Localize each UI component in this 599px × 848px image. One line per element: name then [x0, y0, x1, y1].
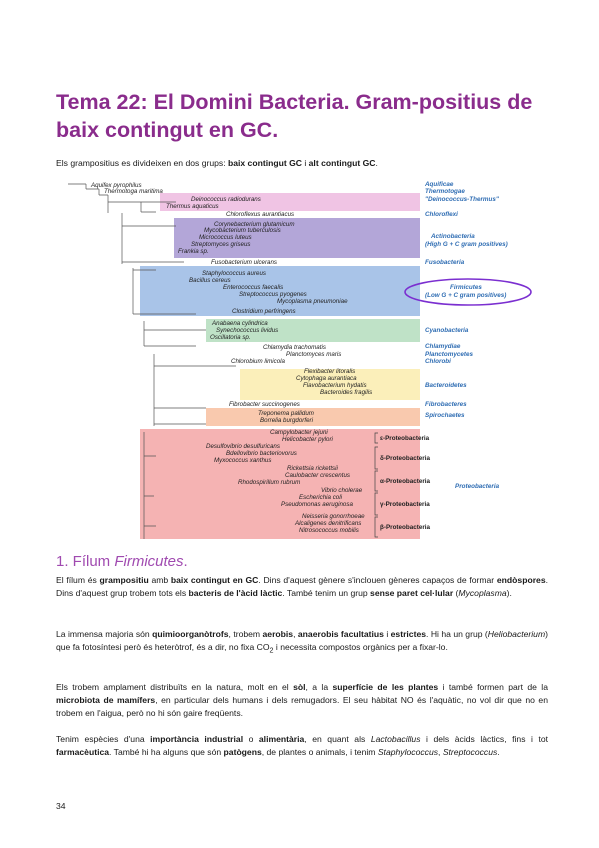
species-label: Clostridium perfringens: [232, 308, 296, 315]
paragraph-3: Els trobem amplament distribuïts en la n…: [56, 682, 548, 719]
species-label: Thermotoga maritima: [104, 188, 163, 195]
group-label: "Deinococcus-Thermus": [425, 196, 500, 203]
species-label: Alcaligenes denitrificans: [294, 520, 361, 527]
species-label: Mycobacterium tuberculosis: [204, 227, 281, 234]
species-label: Fusobacterium ulcerans: [211, 259, 277, 266]
species-label: Bacteroides fragilis: [320, 389, 372, 396]
species-label: Enterococcus faecalis: [223, 284, 283, 291]
species-label: Rhodospirillum rubrum: [238, 479, 300, 486]
species-label: Desulfovibrio desulfuricans: [206, 443, 280, 450]
firmicutes-highlight: [404, 278, 532, 306]
group-label: (High G + C gram positives): [425, 241, 508, 248]
group-label: (Low G + C gram positives): [425, 292, 506, 299]
group-label: Proteobacteria: [455, 483, 500, 490]
species-label: Deinococcus radiodurans: [191, 196, 261, 203]
species-label: Rickettsia rickettsii: [287, 465, 339, 472]
species-label: Oscillatoria sp.: [210, 334, 251, 341]
species-label: Planctomyces maris: [286, 351, 341, 358]
species-label: Vibrio cholerae: [321, 487, 363, 494]
band-spirochaetes: [206, 408, 420, 426]
phylum-labels: Aquificae Thermotogae "Deinococcus-Therm…: [424, 181, 508, 490]
species-label: Neisseria gonorrhoeae: [302, 513, 365, 520]
species-label: Chlorobium limicola: [231, 358, 286, 365]
paragraph-2: La immensa majoria són quimioorganòtrofs…: [56, 629, 548, 655]
species-label: Synechococcus lividus: [216, 327, 278, 334]
species-label: Cytophaga aurantiaca: [296, 375, 357, 382]
species-label: Bdellovibrio bacteriovorus: [226, 450, 297, 457]
band-firmicutes: [140, 266, 420, 316]
species-label: Staphylococcus aureus: [202, 270, 266, 277]
species-label: Anabaena cylindrica: [211, 320, 268, 327]
band-proteobacteria: [140, 429, 420, 539]
species-label: Streptomyces griseus: [191, 241, 251, 248]
band-deinococcus: [160, 193, 420, 211]
species-label: Borrelia burgdorferi: [260, 417, 314, 424]
group-label: Thermotogae: [425, 188, 465, 195]
species-label: Streptococcus pyogenes: [239, 291, 307, 298]
species-label: Flexibacter litoralis: [304, 368, 355, 375]
species-label: Bacillus cereus: [189, 277, 231, 284]
page-title: Tema 22: El Domini Bacteria. Gram-positi…: [56, 90, 533, 142]
species-label: Escherichia coli: [299, 494, 343, 501]
intro-text: Els grampositius es divideixen en dos gr…: [56, 158, 378, 168]
band-actinobacteria: [174, 218, 420, 258]
species-label: Chlamydia trachomatis: [263, 344, 326, 351]
proteo-class-label: γ-Proteobacteria: [380, 501, 430, 508]
proteo-class-labels: ε-Proteobacteria δ-Proteobacteria α-Prot…: [380, 435, 431, 531]
band-bacteroidetes: [240, 369, 420, 400]
species-label: Treponema pallidum: [258, 410, 314, 417]
species-label: Chloroflexus aurantiacus: [226, 211, 294, 218]
species-label: Nitrosococcus mobilis: [299, 527, 359, 534]
species-labels: Aquifex pyrophilus Thermotoga maritima D…: [90, 182, 372, 534]
species-label: Pseudomonas aeruginosa: [281, 501, 353, 508]
paragraph-4: Tenim espècies d'una importància industr…: [56, 734, 548, 758]
species-label: Mycoplasma pneumoniae: [277, 298, 348, 305]
group-label: Planctomycetes: [425, 351, 473, 358]
species-label: Aquifex pyrophilus: [90, 182, 142, 189]
paragraph-1: El fílum és grampositiu amb baix conting…: [56, 575, 548, 599]
species-label: Thermus aquaticus: [166, 203, 219, 210]
proteo-class-label: δ-Proteobacteria: [380, 455, 431, 462]
page-number: 34: [56, 801, 66, 811]
species-label: Helicobacter pylori: [282, 436, 334, 443]
species-label: Corynebacterium glutamicum: [214, 221, 294, 228]
group-label: Chloroflexi: [425, 211, 458, 218]
species-label: Myxococcus xanthus: [214, 457, 271, 464]
group-label: Fibrobacteres: [425, 401, 467, 408]
species-label: Fibrobacter succinogenes: [229, 401, 300, 408]
species-label: Flavobacterium hydatis: [303, 382, 367, 389]
group-label: Spirochaetes: [425, 412, 465, 419]
group-label: Firmicutes: [450, 284, 482, 291]
proteo-class-label: α-Proteobacteria: [380, 478, 431, 485]
species-label: Micrococcus luteus: [199, 234, 252, 241]
group-label: Fusobacteria: [425, 259, 465, 266]
species-label: Campylobacter jejuni: [270, 429, 328, 436]
proteo-class-label: ε-Proteobacteria: [380, 435, 430, 442]
group-label: Cyanobacteria: [425, 327, 469, 334]
band-cyanobacteria: [206, 319, 420, 342]
phylogenetic-tree: Aquifex pyrophilus Thermotoga maritima D…: [68, 181, 532, 539]
group-label: Actinobacteria: [430, 233, 475, 240]
group-label: Aquificae: [424, 181, 454, 188]
proteo-class-label: β-Proteobacteria: [380, 524, 431, 531]
species-label: Frankia sp.: [178, 248, 209, 255]
tree-branches: [68, 183, 236, 539]
section-heading-firmicutes: 1. Fílum Firmicutes.: [56, 553, 188, 570]
proteo-brackets: [374, 432, 378, 538]
group-label: Chlorobi: [425, 358, 451, 365]
group-label: Bacteroidetes: [425, 382, 467, 389]
group-label: Chlamydiae: [425, 343, 461, 350]
species-label: Caulobacter crescentus: [285, 472, 350, 479]
